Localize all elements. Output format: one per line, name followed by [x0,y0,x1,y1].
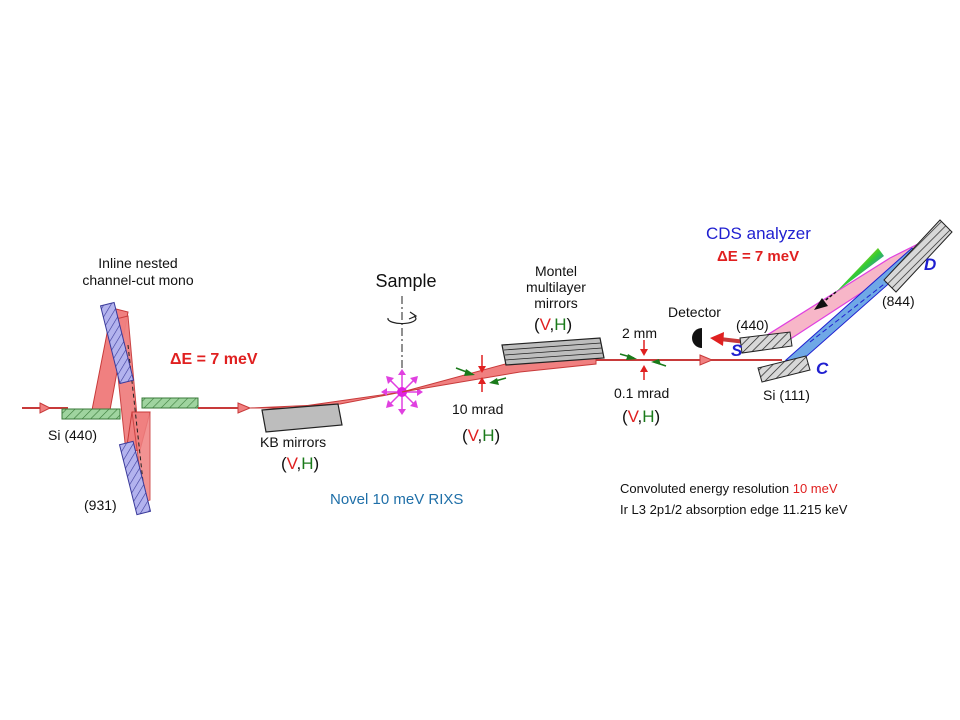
cds-title: CDS analyzer [706,224,811,243]
ir-edge-label: Ir L3 2p1/2 absorption edge 11.215 keV [620,502,848,517]
kb-mirror [261,403,343,433]
letter-d: D [924,255,936,274]
cds-delta-e: ΔE = 7 meV [717,248,799,265]
rotation-arrow-icon [387,315,417,325]
sample-label: Sample [375,271,436,291]
beam-arrowhead-2 [237,402,252,414]
c-crystal [757,355,811,383]
ten-mrad-arrows [455,355,507,392]
si440-left-label: Si (440) [48,427,97,443]
two-mm-label: 2 mm [622,325,657,341]
montel-section: Montel multilayer mirrors (V,H) 10 mrad … [401,263,782,445]
s-crystal [739,331,793,354]
beam-arrowhead [39,402,52,414]
c440-right-label: (440) [736,317,769,333]
c844-label: (844) [882,293,915,309]
svg-text:(V,H): (V,H) [462,426,500,445]
kb-section: KB mirrors (V,H) Sample [249,271,437,473]
kb-mirrors-label: KB mirrors [260,434,326,450]
montel-label-line2: multilayer [526,279,586,295]
point-one-mrad-label: 0.1 mrad [614,385,669,401]
convoluted-resolution: Convoluted energy resolution 10 meV [620,481,838,496]
c931-crystal-lower [118,440,152,516]
montel-mirror [501,337,605,366]
letter-c: C [816,359,829,378]
kb-vh: (V,H) [281,454,319,473]
beam-arrowhead-3 [699,354,714,366]
two-mm-arrows [619,340,667,380]
spectrum-fan-icon [836,248,884,292]
novel-rixs-label: Novel 10 meV RIXS [330,491,463,508]
cds-analyzer: Detector CDS analyzer ΔE = 7 meV (440) (… [668,219,953,403]
montel-label-line3: mirrors [534,295,578,311]
point-one-mrad-vh: (V,H) [622,407,660,426]
detector-label: Detector [668,304,721,320]
montel-vh: (V,H) [534,315,572,334]
si440-crystal-left [61,408,121,420]
c931-label: (931) [84,497,117,513]
letter-s: S [731,341,743,360]
si440-crystal-right [141,397,199,409]
mono-dashed-line [127,344,146,501]
svg-text:(V,H): (V,H) [622,407,660,426]
mono-title-line2: channel-cut mono [82,272,194,288]
d-crystal [883,219,953,293]
scattered-beam [401,355,597,393]
si111-label: Si (111) [763,387,810,403]
mono-title-line1: Inline nested [98,255,177,271]
sample-scatter-icon [381,369,423,415]
svg-text:(V,H): (V,H) [281,454,319,473]
montel-label-line1: Montel [535,263,577,279]
mono-delta-e: ΔE = 7 meV [170,351,258,368]
c931-crystal-upper [99,301,135,385]
monochromator: Inline nested channel-cut mono ΔE = 7 me… [22,255,258,516]
ten-mrad-vh: (V,H) [462,426,500,445]
svg-text:(V,H): (V,H) [534,315,572,334]
ten-mrad-label: 10 mrad [452,401,503,417]
detector-icon [692,328,702,348]
